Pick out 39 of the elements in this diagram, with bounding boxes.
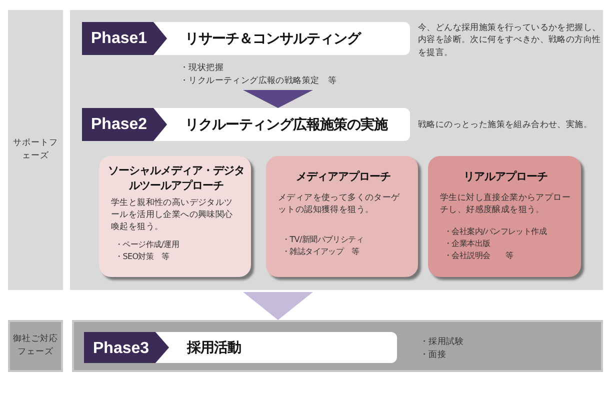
bullet-item: ・企業本出版 bbox=[443, 238, 492, 250]
bullet-item: ・リクルーティング広報の戦略策定 等 bbox=[180, 75, 338, 88]
phase-tag: Phase1 bbox=[82, 22, 168, 55]
bullet-item: ・ページ作成/運用 bbox=[114, 238, 180, 251]
approach-card bbox=[266, 156, 418, 277]
phase-title: 採用活動 bbox=[187, 338, 242, 356]
card-title: メディアアプローチ bbox=[294, 169, 392, 185]
approach-card bbox=[99, 156, 251, 277]
phase-tag: Phase2 bbox=[82, 108, 168, 141]
card-description: 学生に対し直接企業からアプローチし、好感度醸成を狙う。 bbox=[439, 192, 572, 216]
phase-band bbox=[8, 10, 63, 290]
card-description: 学生と親和性の高いデジタルツールを活用し企業への興味関心喚起を狙う。 bbox=[110, 196, 234, 234]
card-title: リアルアプローチ bbox=[462, 169, 548, 185]
phase-bar bbox=[84, 332, 397, 363]
phase-bar bbox=[82, 22, 410, 55]
bullet-item: ・採用試験 bbox=[420, 336, 465, 348]
bullet-item: ・TV/新聞パブリシティ bbox=[281, 234, 364, 246]
phase-bar bbox=[82, 108, 410, 141]
description-text: 戦略にのっとった施策を組み合わせ、実施。 bbox=[418, 119, 594, 132]
card-description: メディアを使って多くのターゲットの認知獲得を狙う。 bbox=[277, 192, 401, 216]
arrow bbox=[243, 90, 313, 108]
bullet-item: ・会社説明会 等 bbox=[443, 250, 514, 262]
phase-label: 御社ご対応フェーズ bbox=[12, 333, 58, 359]
phase-panel bbox=[70, 10, 603, 290]
bullet-item: ・面接 bbox=[420, 349, 448, 362]
phase-title: リサーチ＆コンサルティング bbox=[185, 30, 361, 48]
arrow bbox=[243, 292, 313, 320]
bullet-item: ・会社案内/パンフレット作成 bbox=[443, 226, 548, 238]
bullet-item: ・SEO対策 等 bbox=[114, 250, 170, 263]
card-title: ソーシャルメディア・デジタルツールアプローチ bbox=[107, 164, 245, 194]
phase-tag: Phase3 bbox=[84, 332, 170, 363]
approach-card bbox=[428, 156, 581, 277]
phase-label: サポートフェーズ bbox=[12, 137, 58, 163]
bullet-item: ・雑誌タイアップ 等 bbox=[281, 246, 360, 258]
description-text: 今、どんな採用施策を行っているかを把握し、内容を診断。次に何をすべきか、戦略の方向性を提言。 bbox=[418, 22, 602, 59]
phase-panel bbox=[72, 320, 603, 372]
bullet-item: ・現状把握 bbox=[180, 62, 225, 74]
phase-band bbox=[8, 320, 63, 372]
phase-title: リクルーティング広報施策の実施 bbox=[185, 116, 388, 134]
